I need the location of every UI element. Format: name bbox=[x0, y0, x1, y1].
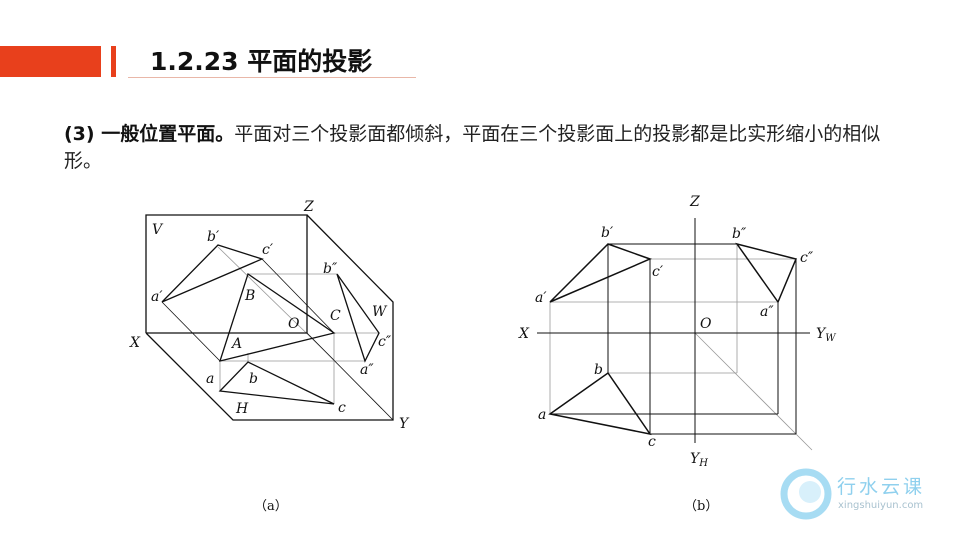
label: Z bbox=[689, 194, 700, 210]
caption-b: （b） bbox=[684, 499, 719, 514]
label: W bbox=[825, 333, 836, 344]
label: H bbox=[235, 401, 249, 417]
label: C bbox=[330, 308, 341, 324]
figure-b: Z X O YW YH a b c a′ b′ c′ a″ b″ c″ bbox=[518, 194, 836, 469]
label: a″ bbox=[760, 304, 774, 320]
label: W bbox=[372, 304, 388, 320]
label: A bbox=[230, 336, 242, 352]
label: b bbox=[594, 362, 603, 378]
label: c′ bbox=[652, 264, 664, 280]
label: a′ bbox=[151, 289, 163, 305]
header-accent-bar bbox=[0, 46, 101, 77]
body-desc: 平面对三个投影面都倾斜，平面在三个投影面上的投影都是比实形缩小的相似形。 bbox=[64, 123, 881, 172]
figure-a: Z V X Y O W H A B C a b c a′ b′ c′ a″ b″… bbox=[129, 199, 410, 432]
label: b″ bbox=[732, 226, 747, 242]
label: X bbox=[518, 326, 530, 342]
label: X bbox=[129, 335, 141, 351]
body-text: (3) 一般位置平面。平面对三个投影面都倾斜，平面在三个投影面上的投影都是比实形… bbox=[64, 121, 904, 175]
label: b″ bbox=[323, 261, 338, 277]
body-bold: (3) 一般位置平面。 bbox=[64, 123, 235, 145]
label: c″ bbox=[378, 334, 392, 350]
label: B bbox=[244, 288, 255, 304]
label: a bbox=[538, 407, 546, 423]
label: H bbox=[698, 458, 708, 469]
label: YW bbox=[816, 326, 836, 344]
logo-name: 行水云课 bbox=[837, 476, 926, 498]
label: c bbox=[338, 400, 346, 416]
label: c″ bbox=[800, 250, 814, 266]
label: Y bbox=[690, 451, 701, 467]
label: a″ bbox=[360, 362, 374, 378]
label: V bbox=[152, 222, 164, 238]
label: a bbox=[206, 371, 214, 387]
header-accent-divider bbox=[111, 46, 116, 77]
label: c′ bbox=[262, 242, 274, 258]
label: O bbox=[700, 316, 712, 332]
title-underline bbox=[128, 77, 416, 78]
watermark-logo: 行水云课 xingshuiyun.com bbox=[780, 468, 950, 520]
label: Y bbox=[816, 326, 827, 342]
label: a′ bbox=[535, 290, 547, 306]
label: b′ bbox=[601, 225, 614, 241]
label: O bbox=[288, 316, 300, 332]
wave-icon bbox=[780, 468, 832, 520]
caption-a: （a） bbox=[254, 499, 288, 514]
logo-url: xingshuiyun.com bbox=[838, 500, 924, 511]
label: b bbox=[249, 371, 258, 387]
label: YH bbox=[690, 451, 708, 469]
label: Y bbox=[399, 416, 410, 432]
label: b′ bbox=[207, 229, 220, 245]
page-title: 1.2.23 平面的投影 bbox=[150, 47, 373, 76]
label: Z bbox=[303, 199, 314, 215]
label: c bbox=[648, 434, 656, 450]
